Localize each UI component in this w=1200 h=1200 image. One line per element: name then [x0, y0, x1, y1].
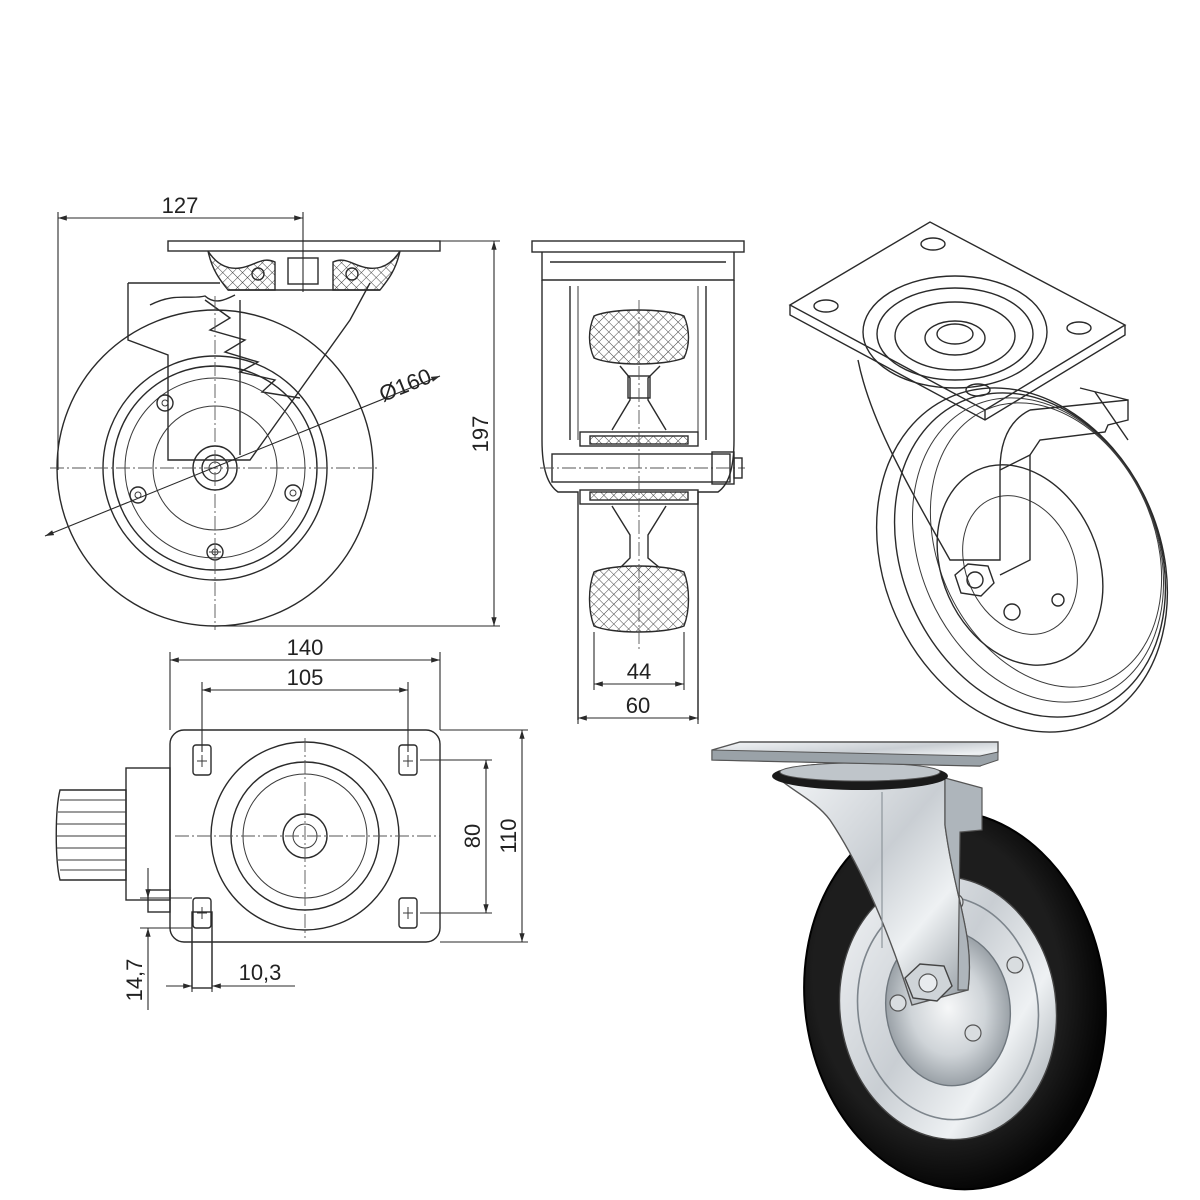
iso-plate	[788, 221, 1127, 411]
iso-fork-left	[857, 359, 1031, 561]
dim-80: 80	[420, 759, 492, 914]
iso-wheel	[875, 387, 1169, 733]
dim-60-label: 60	[626, 693, 650, 718]
dim-127-label: 127	[162, 193, 199, 218]
front-section-view	[531, 240, 745, 720]
isometric-view	[788, 221, 1169, 733]
dim-14-7-label: 14,7	[122, 959, 147, 1002]
dim-10-3: 10,3	[166, 930, 295, 992]
section-tyre-top	[588, 309, 690, 365]
dim-197: 197	[215, 240, 500, 627]
dim-44-label: 44	[627, 659, 651, 684]
dim-80-label: 80	[460, 824, 485, 848]
dim-14-7: 14,7	[122, 868, 192, 1010]
dim-105: 105	[201, 665, 409, 752]
side-view	[50, 240, 441, 630]
dim-140-label: 140	[287, 635, 324, 660]
dim-44: 44	[593, 632, 685, 690]
iso-axle-nut	[954, 563, 995, 597]
dim-10-3-label: 10,3	[239, 960, 282, 985]
dim-197-label: 197	[468, 416, 493, 453]
dim-140: 140	[169, 635, 441, 730]
side-race-left	[207, 250, 276, 291]
dim-110: 110	[440, 729, 528, 943]
side-race-right	[332, 250, 401, 291]
dim-105-label: 105	[287, 665, 324, 690]
side-mount-plate	[167, 240, 441, 252]
dim-110-label: 110	[496, 818, 521, 853]
dim-127: 127	[57, 193, 304, 470]
dim-60: 60	[577, 690, 699, 724]
dim-diameter-label: Ø160	[376, 363, 435, 406]
top-wheel-edge	[55, 789, 127, 881]
top-view	[55, 729, 441, 989]
product-render	[711, 741, 1107, 1191]
